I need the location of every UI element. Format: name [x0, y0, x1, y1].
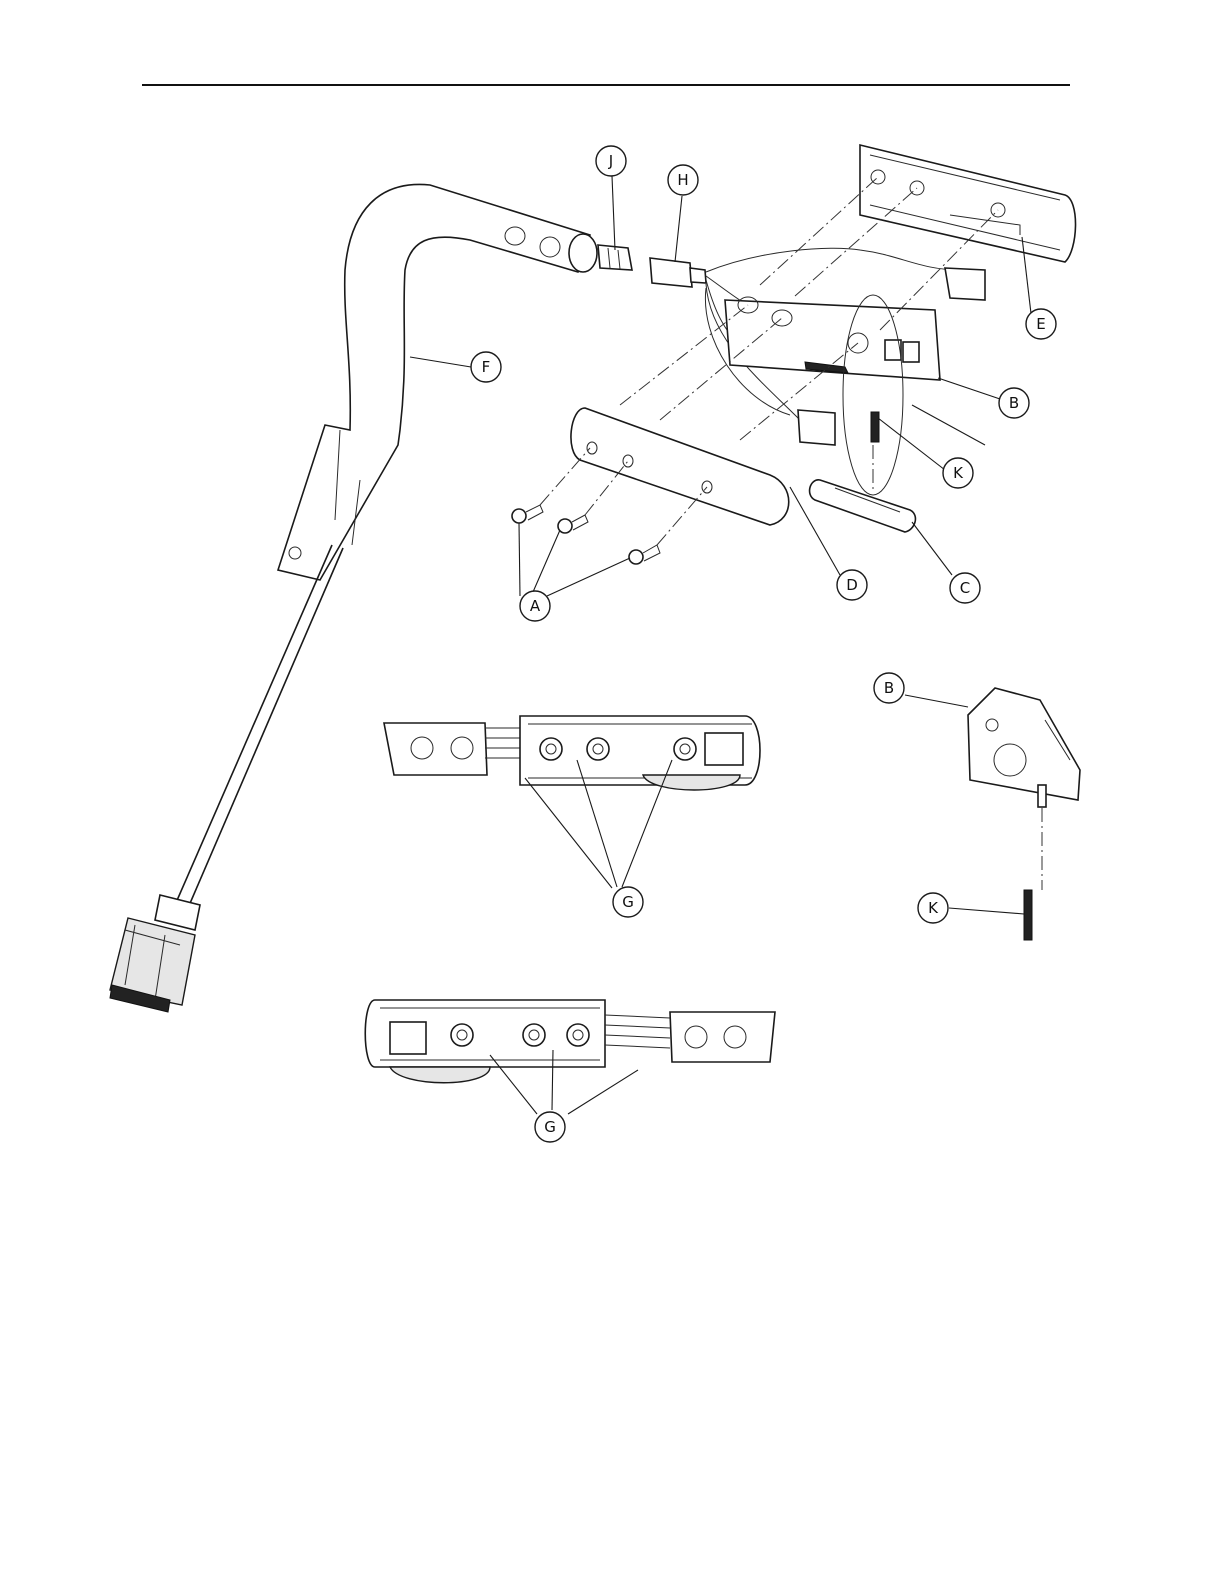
- callout-e-label: E: [1036, 315, 1045, 333]
- inner-view-lower: [365, 1000, 775, 1083]
- screw-3: [629, 545, 660, 564]
- callout-k: K: [943, 458, 973, 488]
- callout-e: E: [1026, 309, 1056, 339]
- callout-g-upper: G: [613, 887, 643, 917]
- screw-1: [512, 505, 543, 523]
- callout-a: A: [520, 591, 550, 621]
- inner-view-upper: [384, 716, 760, 790]
- callout-h: H: [668, 165, 698, 195]
- callout-b-detail: B: [874, 673, 904, 703]
- callout-g-lower-label: G: [544, 1118, 556, 1136]
- handlebar-tube-f: [278, 184, 597, 580]
- switch-board-assembly: [725, 268, 985, 495]
- callout-b: B: [999, 388, 1029, 418]
- callout-k-label: K: [953, 464, 964, 482]
- callout-b-detail-label: B: [884, 679, 894, 697]
- bottom-cover-c: [810, 480, 916, 532]
- callout-c: C: [950, 573, 980, 603]
- screw-2: [558, 515, 588, 533]
- leader-lines: [410, 176, 1032, 1114]
- spring-k: [871, 412, 879, 442]
- callout-k-detail-label: K: [928, 899, 939, 917]
- top-cover-e: [860, 145, 1076, 262]
- callout-j: J: [596, 146, 626, 176]
- callout-a-label: A: [530, 597, 541, 615]
- callout-f: F: [471, 352, 501, 382]
- cable-connector: [110, 895, 200, 1012]
- callout-j-label: J: [608, 152, 613, 170]
- callout-g-lower: G: [535, 1112, 565, 1142]
- callout-f-label: F: [482, 358, 491, 376]
- callout-k-detail: K: [918, 893, 948, 923]
- handlebar-cable: [175, 545, 343, 908]
- grip-sleeve-d: [571, 408, 789, 525]
- callout-g-upper-label: G: [622, 893, 634, 911]
- callout-d-label: D: [846, 576, 858, 594]
- detail-view-spring-pin: [968, 688, 1080, 940]
- connector-socket-h: [650, 258, 706, 287]
- callout-d: D: [837, 570, 867, 600]
- callout-h-label: H: [677, 171, 688, 189]
- callout-b-label: B: [1009, 394, 1019, 412]
- callout-c-label: C: [960, 579, 970, 597]
